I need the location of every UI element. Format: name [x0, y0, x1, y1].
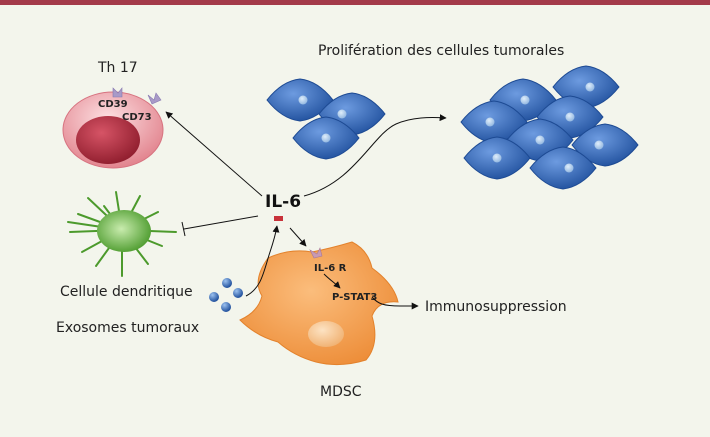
- tumor-cells-right: [460, 65, 639, 190]
- arrow-il6-to-il6r: [289, 227, 307, 247]
- exosomes: [209, 278, 243, 312]
- exosome: [209, 292, 219, 302]
- inhibit-bar: [181, 221, 186, 237]
- il6r-receptor-icon: [309, 247, 323, 259]
- il6r-label: IL-6 R: [314, 263, 347, 274]
- exosome: [222, 278, 232, 288]
- arrow-il6-to-proliferation: [303, 114, 447, 197]
- dendritic-label: Cellule dendritique: [60, 284, 193, 300]
- cd39-receptor-icon: [112, 87, 123, 98]
- top-accent-bar: [0, 0, 710, 5]
- tumor-cell: [529, 146, 597, 190]
- mdsc-nucleus: [308, 321, 344, 347]
- dendritic-cell-body: [97, 210, 151, 252]
- arrow-pstat3-to-immunosuppression: [371, 296, 419, 310]
- inhibit-il6-to-dendritic: [183, 215, 259, 230]
- exosome: [221, 302, 231, 312]
- il6-label: IL-6: [265, 192, 301, 212]
- cd73-label: CD73: [122, 112, 152, 123]
- arrows: [165, 111, 447, 310]
- arrow-exosomes-to-il6: [245, 225, 280, 297]
- arrow-il6-to-th17: [165, 111, 263, 197]
- tumor-cell: [463, 136, 531, 180]
- th17-cell: [62, 91, 164, 169]
- tumor-cell: [460, 100, 528, 144]
- arrow-il6r-to-pstat3: [323, 273, 341, 289]
- th17-label: Th 17: [97, 60, 138, 76]
- tumor-cell: [571, 123, 639, 167]
- proliferation-label: Prolifération des cellules tumorales: [318, 43, 564, 59]
- tumor-cell: [292, 116, 360, 160]
- th17-nucleus: [76, 116, 140, 164]
- cd39-label: CD39: [98, 99, 128, 110]
- tumor-cell: [266, 78, 334, 122]
- immunosuppression-label: Immunosuppression: [425, 299, 567, 315]
- pstat3-label: P-STAT3: [332, 292, 377, 303]
- il6-marker: [274, 216, 283, 221]
- exosome: [233, 288, 243, 298]
- cd73-receptor-icon: [147, 92, 162, 105]
- tumor-cells-left: [266, 78, 386, 160]
- mdsc-label: MDSC: [320, 384, 362, 400]
- exosomes-label: Exosomes tumoraux: [56, 320, 199, 336]
- mdsc-cell: [239, 241, 399, 366]
